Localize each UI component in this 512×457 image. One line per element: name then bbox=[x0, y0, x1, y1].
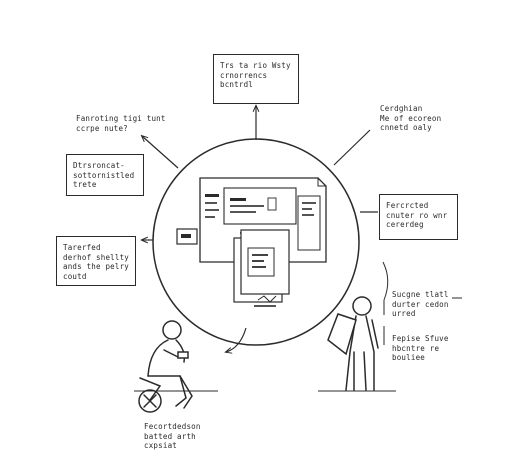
left-box-upper-line-1: Dtrsroncat- bbox=[73, 161, 125, 170]
top-right-note: Cerdghian Me of ecoreon cnnetd oaly bbox=[380, 104, 441, 133]
right-lower-note-1: Sucgne tlatl durter cedon urred bbox=[392, 290, 449, 319]
standing-person-illustration bbox=[327, 296, 379, 391]
bottom-note-line-2: batted arth bbox=[144, 431, 196, 441]
left-box-lower-line-1: Tarerfed bbox=[63, 243, 101, 252]
left-box-lower-line-3: ands the pelry bbox=[63, 262, 130, 271]
right-box-line-1: Fercrcted bbox=[386, 201, 429, 210]
bottom-note-line-3: cxpsiat bbox=[144, 441, 178, 450]
left-box-lower-line-2: derhof shellty bbox=[63, 252, 130, 262]
right-lower-note-2-line-1: Fepise Sfuve bbox=[392, 334, 449, 343]
left-box-lower-line-4: coutd bbox=[63, 271, 87, 281]
left-box-lower: Tarerfed derhof shellty ands the pelry c… bbox=[56, 236, 136, 286]
right-box: Fercrcted cnuter ro wnr cererdeg bbox=[379, 194, 458, 240]
connector-right-bracket bbox=[382, 261, 389, 301]
left-upper-note-line-1: Fanroting tigi tunt bbox=[76, 114, 166, 123]
top-box-line-3: bcntrdl bbox=[220, 80, 254, 89]
right-box-line-2: cnuter ro wnr bbox=[386, 210, 448, 220]
right-lower-note-1-line-2: durter cedon bbox=[392, 299, 449, 309]
left-box-upper-line-3: trete bbox=[73, 180, 97, 189]
document-stack bbox=[233, 229, 290, 307]
right-lower-note-2: Fepise Sfuve hbcntre re bouliee bbox=[392, 334, 449, 363]
right-lower-note-2-line-3: bouliee bbox=[392, 353, 426, 362]
bottom-note-line-1: Fecortdedson bbox=[144, 422, 201, 431]
right-lower-note-1-line-1: Sucgne tlatl bbox=[392, 290, 449, 299]
right-box-line-3: cererdeg bbox=[386, 220, 424, 229]
left-box-upper: Dtrsroncat- sottornistled trete bbox=[66, 154, 144, 196]
top-box-line-1: Trs ta rio Wsty bbox=[220, 61, 291, 70]
top-right-note-line-1: Cerdghian bbox=[380, 104, 423, 113]
seated-person-illustration bbox=[138, 320, 193, 413]
document-large bbox=[199, 177, 327, 263]
small-card-left bbox=[176, 228, 198, 245]
top-right-note-line-3: cnnetd oaly bbox=[380, 123, 432, 132]
top-box-line-2: crnorrencs bbox=[220, 70, 268, 80]
right-lower-note-1-line-3: urred bbox=[392, 309, 416, 318]
left-upper-note: Fanroting tigi tunt ccrpe nute? bbox=[76, 114, 166, 133]
top-right-note-line-2: Me of ecoreon bbox=[380, 113, 442, 123]
left-box-upper-line-2: sottornistled bbox=[73, 170, 135, 180]
connector-upper-left bbox=[142, 136, 179, 169]
connector-top-right bbox=[333, 129, 371, 166]
left-upper-note-line-2: ccrpe nute? bbox=[76, 123, 128, 133]
right-lower-note-2-line-2: hbcntre re bbox=[392, 343, 440, 353]
connector-curve-bottom bbox=[226, 327, 247, 352]
top-box: Trs ta rio Wsty crnorrencs bcntrdl bbox=[213, 54, 299, 104]
bottom-note: Fecortdedson batted arth cxpsiat bbox=[144, 422, 201, 451]
